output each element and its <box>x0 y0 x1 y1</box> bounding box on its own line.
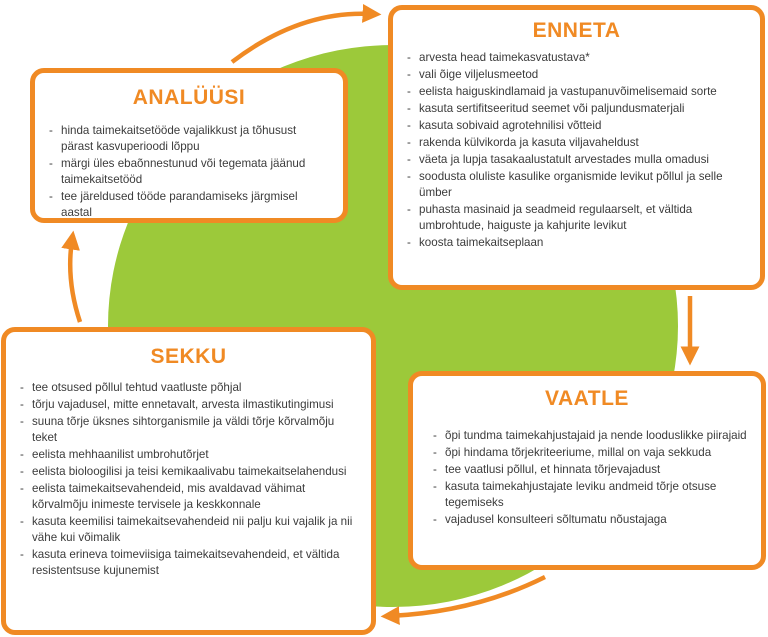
list-item: tõrju vajadusel, mitte ennetavalt, arves… <box>18 397 359 413</box>
list-item: kasuta sobivaid agrotehnilisi võtteid <box>405 118 748 134</box>
list-item: eelista mehhaanilist umbrohutõrjet <box>18 447 359 463</box>
arrow-vaatle-to-sekku <box>380 574 547 625</box>
vaatle-title: VAATLE <box>545 387 629 410</box>
list-item: soodusta oluliste kasulike organismide l… <box>405 169 748 201</box>
list-item: kasuta keemilisi taimekaitsevahendeid ni… <box>18 514 359 546</box>
list-item: kasuta sertifitseeritud seemet või palju… <box>405 101 748 117</box>
list-item: tee otsused põllul tehtud vaatluste põhj… <box>18 380 359 396</box>
enneta-list: arvesta head taimekasvatustava* vali õig… <box>405 50 748 251</box>
list-item: õpi hindama tõrjekriteeriume, millal on … <box>431 445 749 461</box>
list-item: koosta taimekaitseplaan <box>405 235 748 251</box>
arrow-sekku-to-analyysi <box>61 230 83 323</box>
arrow-analyysi-to-enneta <box>230 4 382 64</box>
list-item: rakenda külvikorda ja kasuta viljavaheld… <box>405 135 748 151</box>
list-item: eelista bioloogilisi ja teisi kemikaaliv… <box>18 464 359 480</box>
vaatle-box: VAATLE õpi tundma taimekahjustajaid ja n… <box>408 371 766 570</box>
sekku-list: tee otsused põllul tehtud vaatluste põhj… <box>18 380 359 579</box>
list-item: kasuta erineva toimeviisiga taimekaitsev… <box>18 547 359 579</box>
list-item: väeta ja lupja tasakaalustatult arvestad… <box>405 152 748 168</box>
list-item: suuna tõrje üksnes sihtorganismile ja vä… <box>18 414 359 446</box>
list-item: eelista taimekaitsevahendeid, mis avalda… <box>18 481 359 513</box>
list-item: vali õige viljelusmeetod <box>405 67 748 83</box>
sekku-box: SEKKU tee otsused põllul tehtud vaatlust… <box>1 327 376 635</box>
sekku-title: SEKKU <box>150 345 227 368</box>
enneta-box: ENNETA arvesta head taimekasvatustava* v… <box>388 5 765 290</box>
enneta-title: ENNETA <box>532 19 621 42</box>
list-item: vajadusel konsulteeri sõltumatu nõustaja… <box>431 512 749 528</box>
list-item: märgi üles ebaõnnestunud või tegemata jä… <box>47 156 331 188</box>
list-item: hinda taimekaitsetööde vajalikkust ja tõ… <box>47 123 331 155</box>
vaatle-list: õpi tundma taimekahjustajaid ja nende lo… <box>425 428 749 528</box>
list-item: õpi tundma taimekahjustajaid ja nende lo… <box>431 428 749 444</box>
list-item: arvesta head taimekasvatustava* <box>405 50 748 66</box>
analyysi-list: hinda taimekaitsetööde vajalikkust ja tõ… <box>47 123 331 221</box>
analyysi-title: ANALÜÜSI <box>132 86 246 109</box>
list-item: puhasta masinaid ja seadmeid regulaarsel… <box>405 202 748 234</box>
list-item: tee järeldused tööde parandamiseks järgm… <box>47 189 331 221</box>
list-item: tee vaatlusi põllul, et hinnata tõrjevaj… <box>431 462 749 478</box>
list-item: kasuta taimekahjustajate leviku andmeid … <box>431 479 749 511</box>
analyysi-box: ANALÜÜSI hinda taimekaitsetööde vajalikk… <box>30 68 348 223</box>
list-item: eelista haiguskindlamaid ja vastupanuvõi… <box>405 84 748 100</box>
